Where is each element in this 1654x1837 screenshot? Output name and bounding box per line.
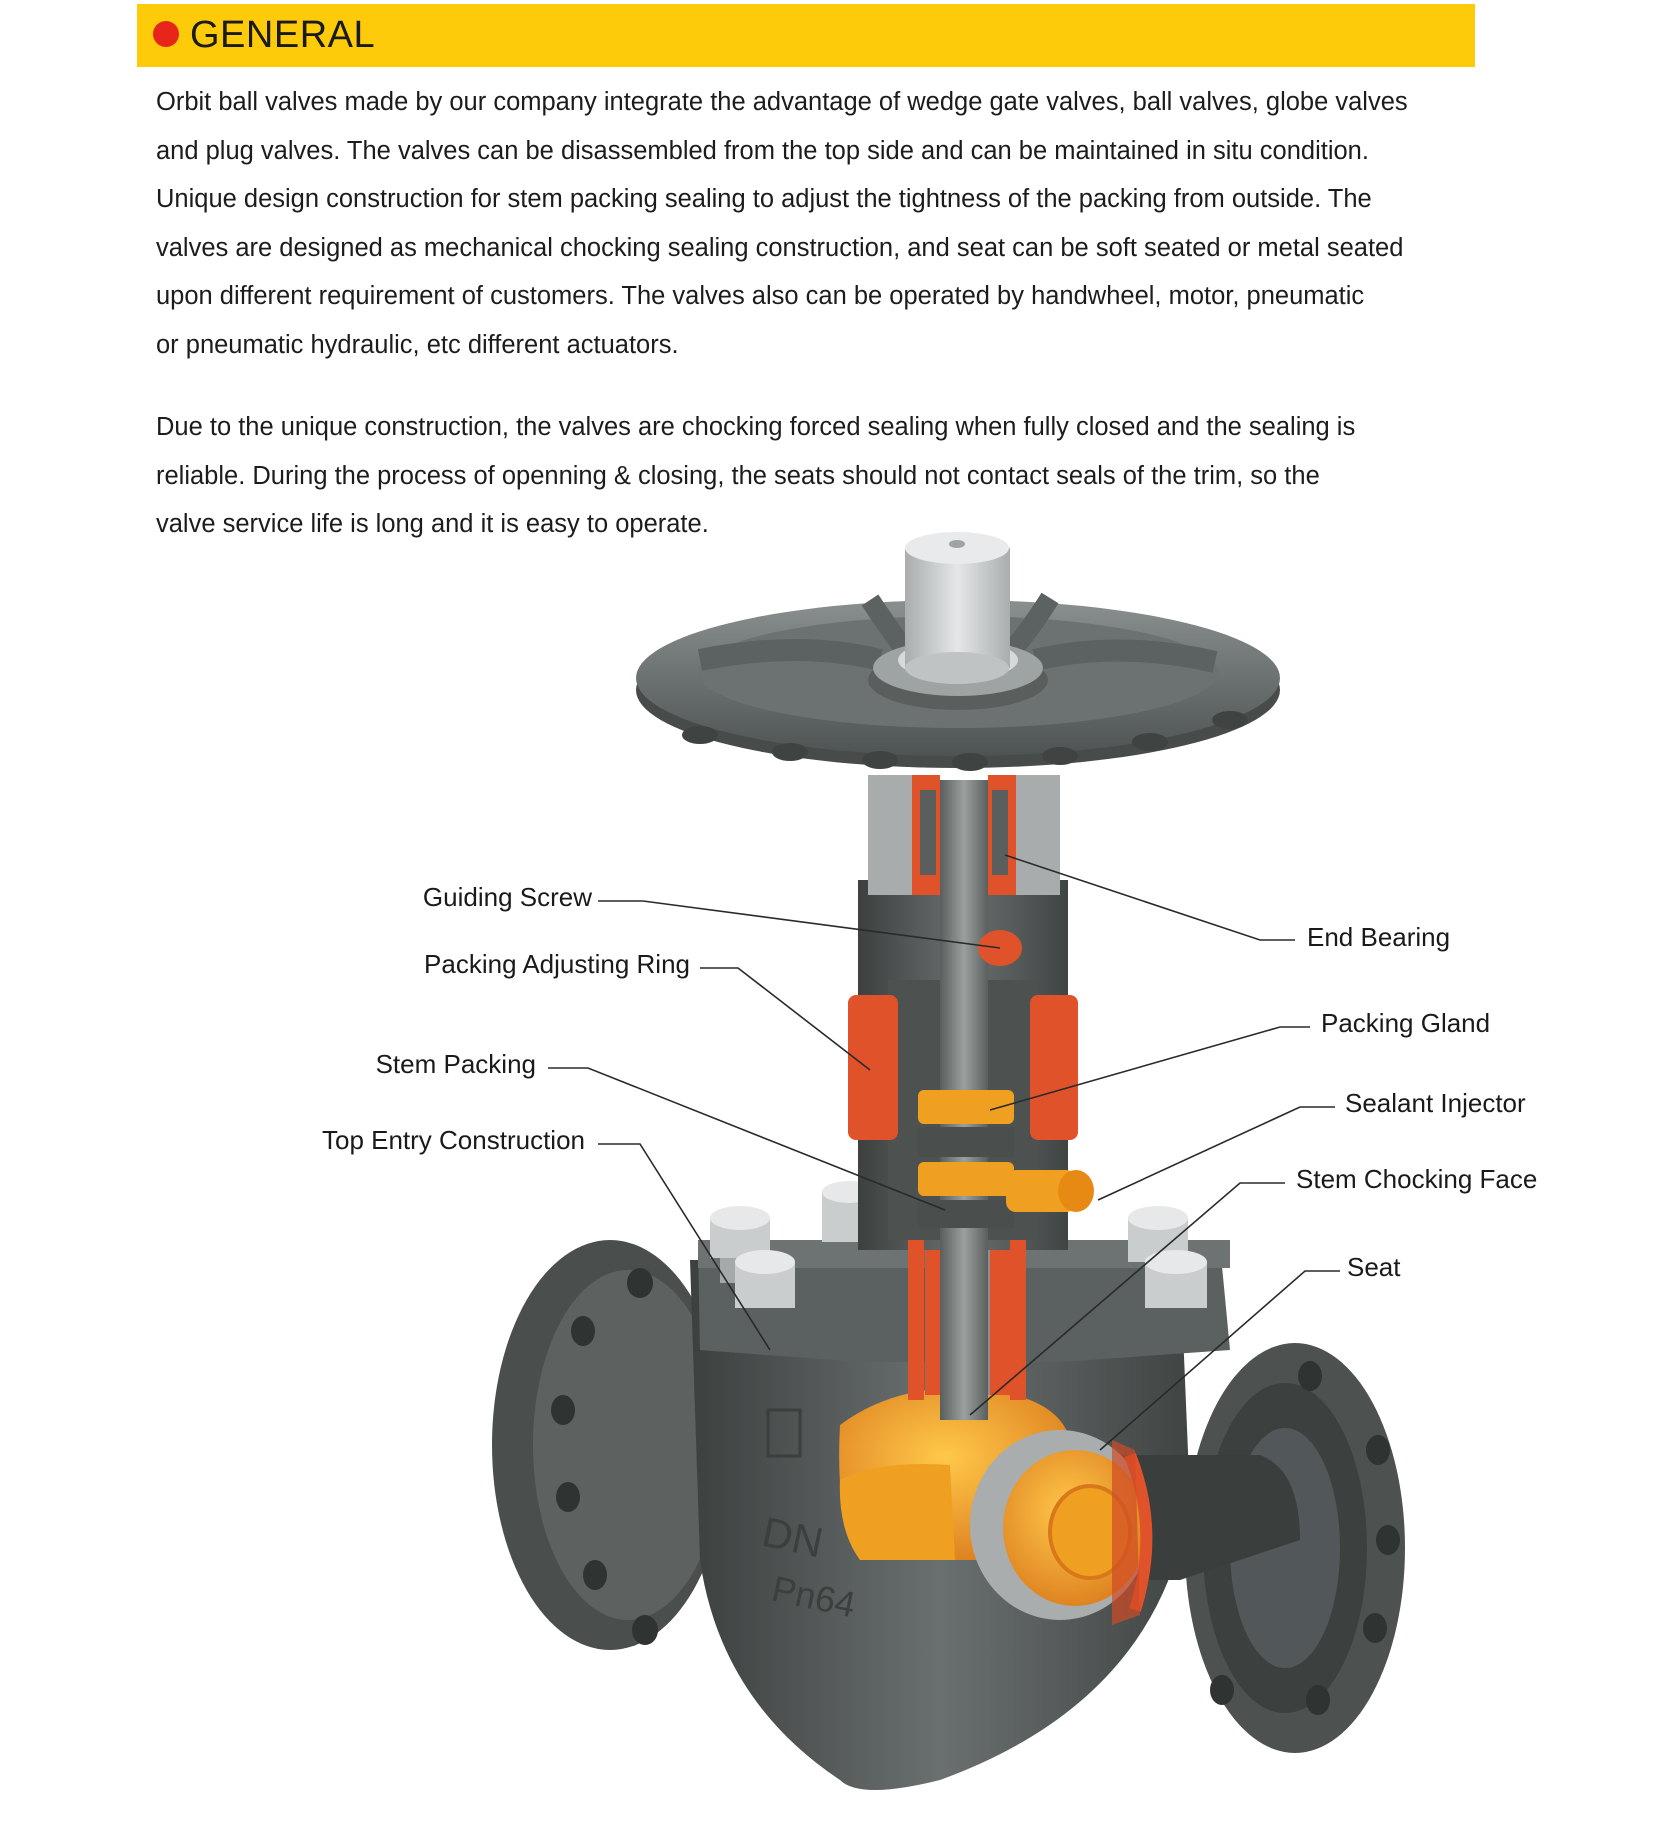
- label-top-entry-construction: Top Entry Construction: [322, 1125, 585, 1155]
- label-stem-packing: Stem Packing: [376, 1049, 536, 1079]
- left-flange-holes: [551, 1268, 658, 1645]
- label-guiding-screw: Guiding Screw: [423, 882, 592, 912]
- right-flange-holes: [1153, 1361, 1400, 1715]
- label-stem-chocking-face: Stem Chocking Face: [1296, 1164, 1537, 1194]
- sealant-injector: [1006, 1170, 1094, 1212]
- callout-labels: Guiding Screw Packing Adjusting Ring Ste…: [322, 882, 1537, 1282]
- callout-leaders: [548, 854, 1340, 1451]
- label-packing-adjusting-ring: Packing Adjusting Ring: [424, 949, 690, 979]
- top-cap: [905, 532, 1010, 684]
- leader-packing-adjusting-ring: [700, 967, 871, 1071]
- bullet-dot-icon: [153, 21, 179, 47]
- label-sealant-injector: Sealant Injector: [1345, 1088, 1526, 1118]
- bolt: [1145, 1250, 1207, 1308]
- paragraph-line: Orbit ball valves made by our company in…: [156, 88, 1408, 116]
- leader-end-bearing: [1004, 854, 1295, 941]
- paragraph-line: valve service life is long and it is eas…: [156, 510, 709, 538]
- paragraph-line: and plug valves. The valves can be disas…: [156, 136, 1369, 165]
- leader-seat: [1099, 1270, 1340, 1451]
- paragraph-line: valves are designed as mechanical chocki…: [156, 233, 1404, 262]
- label-end-bearing: End Bearing: [1307, 922, 1450, 952]
- bolt: [735, 1250, 795, 1308]
- packing-ring: [918, 1090, 1014, 1124]
- paragraph-line: or pneumatic hydraulic, etc different ac…: [156, 330, 679, 359]
- stem-packing-ring: [918, 1162, 1014, 1196]
- label-packing-gland: Packing Gland: [1321, 1008, 1490, 1038]
- handwheel[interactable]: [636, 592, 1280, 771]
- sealing-paragraph: Due to the unique construction, the valv…: [156, 403, 1486, 549]
- leader-guiding-screw: [598, 900, 1001, 949]
- paragraph-line: Due to the unique construction, the valv…: [156, 413, 1356, 441]
- intro-paragraph: Orbit ball valves made by our company in…: [156, 78, 1486, 369]
- paragraph-line: reliable. During the process of openning…: [156, 461, 1320, 490]
- bonnet-bolts: [710, 1181, 1207, 1308]
- leader-stem-chocking-face: [969, 1182, 1285, 1416]
- leader-sealant-injector: [1097, 1106, 1335, 1201]
- leader-top-entry: [598, 1143, 771, 1351]
- section-header: GENERAL: [137, 4, 1475, 67]
- paragraph-line: Unique design construction for stem pack…: [156, 185, 1372, 213]
- packing-gland-left: [848, 995, 898, 1140]
- section-title: GENERAL: [190, 14, 376, 56]
- leader-stem-packing: [548, 1067, 946, 1211]
- leader-packing-gland: [989, 1026, 1310, 1111]
- end-bearing-housing: [868, 775, 1060, 895]
- seat-ring: [1124, 1452, 1153, 1612]
- bonnet-column: [848, 780, 1094, 1420]
- paragraph-line: upon different requirement of customers.…: [156, 282, 1365, 310]
- packing-gland-right: [1030, 995, 1078, 1140]
- label-seat: Seat: [1347, 1252, 1401, 1282]
